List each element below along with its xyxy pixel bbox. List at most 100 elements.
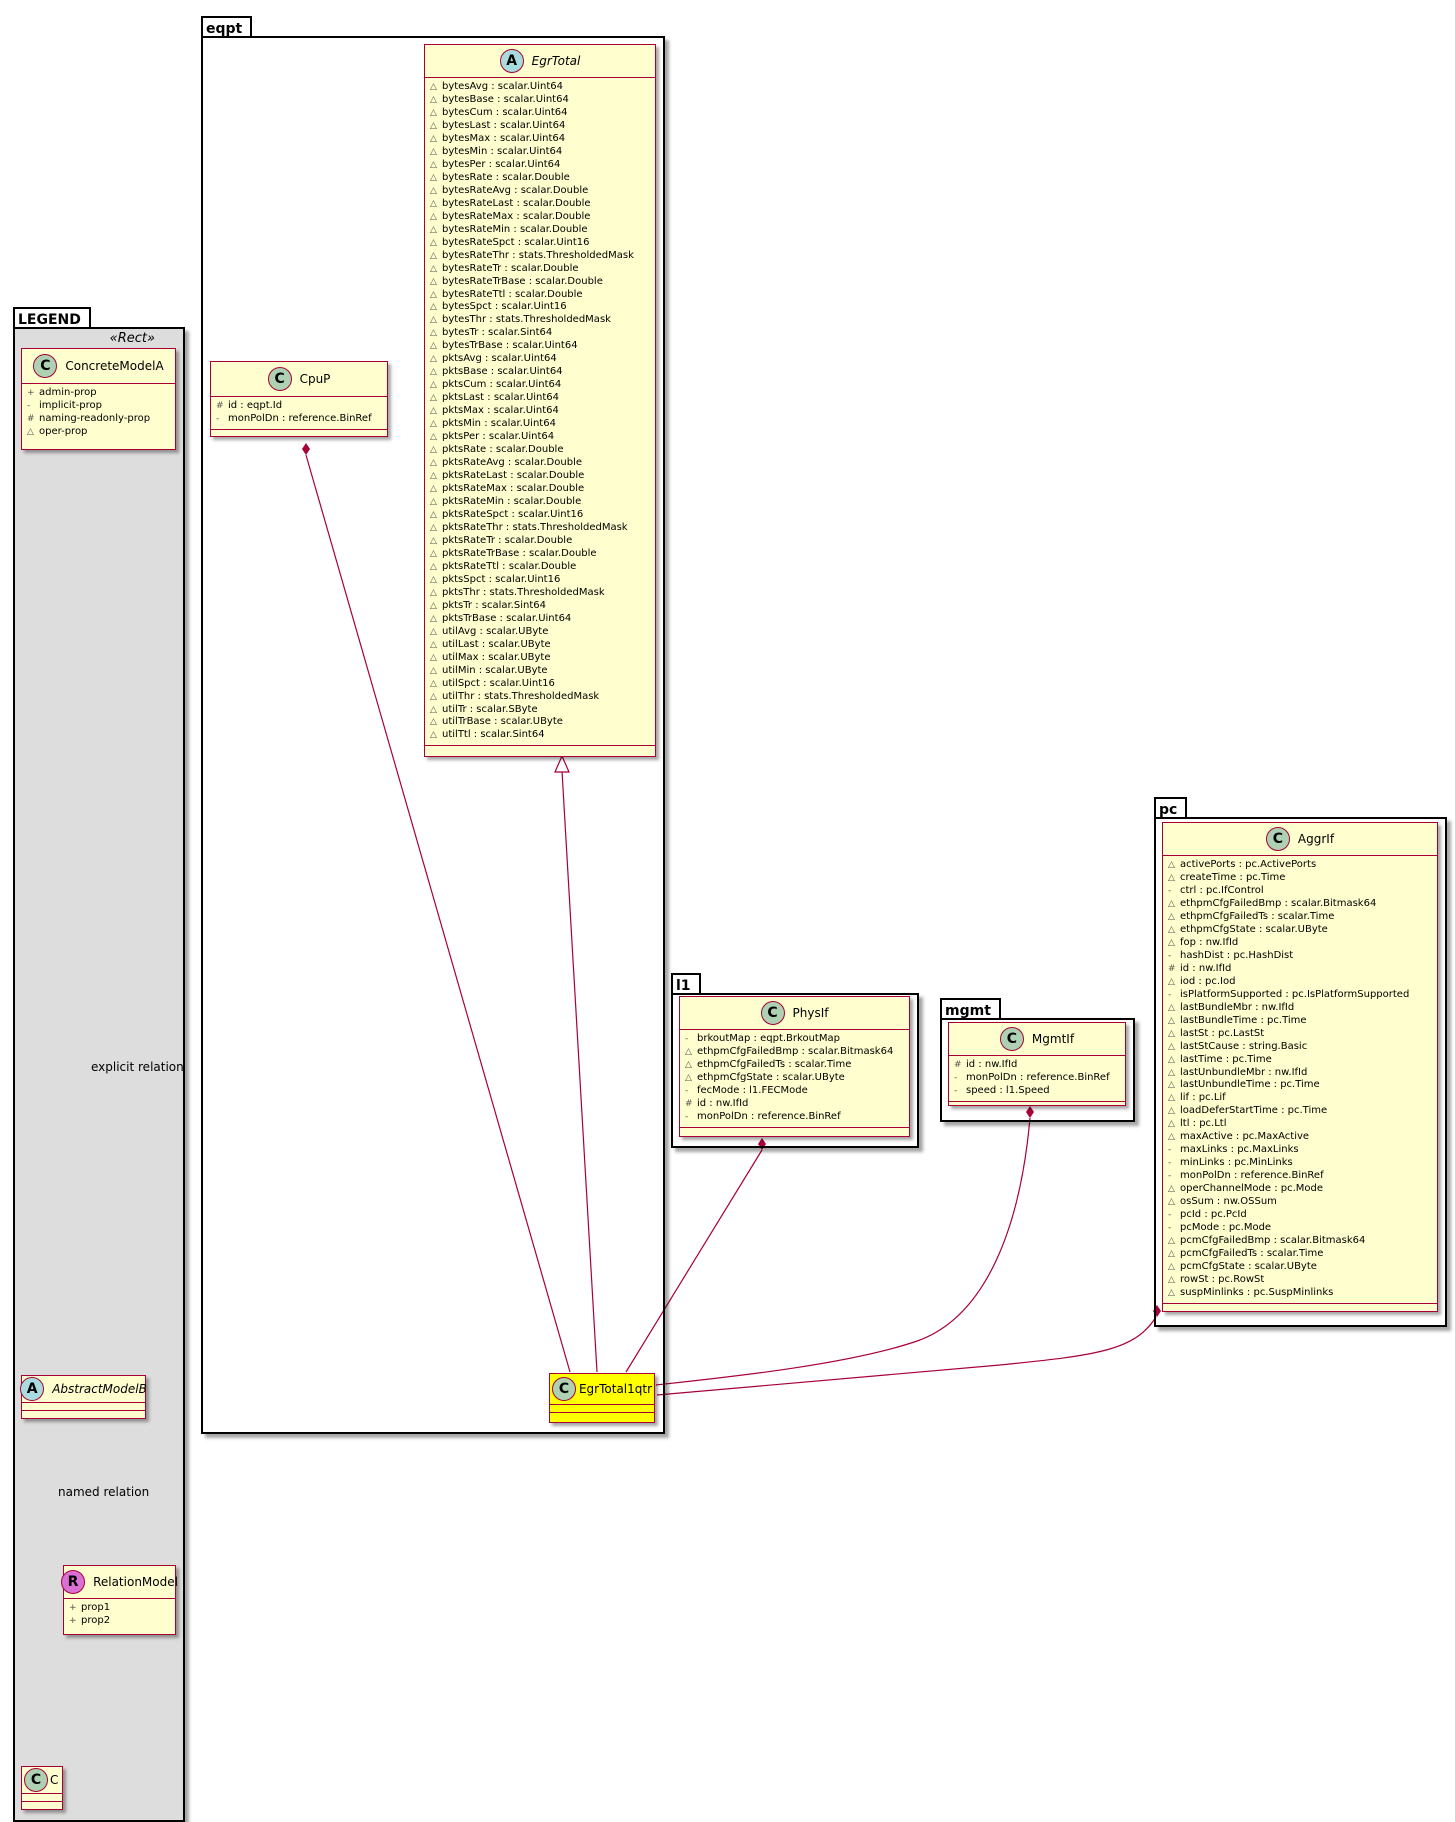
class-aggrif: C AggrIf △activePorts : pc.ActivePorts△c… [1162,822,1438,1312]
cpup-diamond [302,443,310,455]
attribute-text: activePorts : pc.ActivePorts [1180,859,1317,870]
visibility-icon: △ [430,263,437,274]
egrtotal-inheritance-line [561,770,598,1373]
class-attribute: △lastUnbundleMbr : nw.IfId [1168,1067,1437,1080]
class-attribute: △bytesBase : scalar.Uint64 [430,94,655,107]
visibility-icon: △ [1168,1287,1175,1298]
package-mgmt: mgmt [940,998,1135,1122]
attribute-text: bytesRateMax : scalar.Double [442,210,591,222]
attribute-text: monPolDn : reference.BinRef [1180,1170,1324,1182]
attribute-text: isPlatformSupported : pc.IsPlatformSuppo… [1180,988,1410,1000]
class-attribute: △utilMax : scalar.UByte [430,652,655,665]
visibility-icon: - [1168,1145,1172,1156]
class-attribute: -minLinks : pc.MinLinks [1168,1157,1437,1170]
class-attribute: △bytesTrBase : scalar.Uint64 [430,340,655,353]
attribute-text: pktsRateMin : scalar.Double [442,496,582,507]
class-attribute: -pcId : pc.PcId [1168,1209,1437,1222]
visibility-icon: △ [1168,1249,1175,1260]
visibility-icon: △ [685,1072,692,1083]
class-attribute: #id : nw.IfId [685,1098,909,1111]
class-attribute: △bytesRateAvg : scalar.Double [430,185,655,198]
class-attributes: #id : eqpt.Id-monPolDn : reference.BinRe… [211,397,387,429]
visibility-icon: - [685,1034,689,1044]
class-attribute: # id : nw.IfId [954,1059,1125,1072]
visibility-icon: △ [430,497,437,507]
visibility-icon: - [1168,1210,1172,1221]
visibility-icon: + [69,1615,77,1626]
visibility-icon: # [1168,963,1176,974]
attribute-text: naming-readonly-prop [39,412,151,424]
attribute-text: monPolDn : reference.BinRef [697,1110,841,1122]
class-attributes: -brkoutMap : eqpt.BrkoutMap△ethpmCfgFail… [680,1030,909,1127]
visibility-icon: △ [430,445,437,456]
class-attribute: △pktsRateThr : stats.ThresholdedMask [430,522,655,535]
class-attribute: -monPolDn : reference.BinRef [954,1072,1125,1085]
attribute-text: utilSpct : scalar.Uint16 [442,677,555,689]
class-attribute: △lastStCause : string.Basic [1168,1041,1437,1054]
class-attribute: △pcmCfgFailedBmp : scalar.Bitmask64 [1168,1235,1437,1248]
attribute-text: bytesRateTtl : scalar.Double [442,288,583,300]
class-egrtotal1qtr: C EgrTotal1qtr [549,1373,655,1423]
attribute-text: speed : l1.Speed [966,1084,1050,1096]
class-attributes: △ bytesAvg : scalar.Uint64 △bytesBase : sc… [425,78,655,745]
class-attribute: △ethpmCfgFailedTs : scalar.Time [685,1059,909,1072]
visibility-icon: △ [430,600,437,611]
package-pc: pc [1154,797,1447,1327]
attribute-text: id : nw.IfId [966,1059,1018,1070]
class-name: EgrTotal1qtr [578,1382,653,1396]
attribute-text: bytesThr : stats.ThresholdedMask [442,314,611,326]
class-attribute: △ethpmCfgFailedBmp : scalar.Bitmask64 [685,1046,909,1059]
class-attribute: △fop : nw.IfId [1168,937,1437,950]
attribute-text: utilLast : scalar.UByte [442,638,551,650]
class-attribute: △bytesRateTtl : scalar.Double [430,289,655,302]
attribute-text: pktsTrBase : scalar.Uint64 [442,612,572,624]
class-header: C ConcreteModelA [22,349,175,384]
class-methods [1163,1302,1437,1311]
visibility-icon: # [216,401,224,411]
visibility-icon: △ [430,406,437,417]
class-header: C AggrIf [1163,823,1437,856]
mgmtif-diamond [1026,1106,1034,1118]
class-header: C CpuP [211,362,387,397]
visibility-icon: △ [430,341,437,352]
visibility-icon: - [216,413,220,424]
attribute-text: utilMax : scalar.UByte [442,651,551,663]
attribute-text: bytesRateThr : stats.ThresholdedMask [442,249,634,261]
visibility-icon: △ [1168,1236,1175,1247]
package-mgmt-body [940,1018,1135,1122]
visibility-icon: △ [430,146,437,157]
class-attribute: -isPlatformSupported : pc.IsPlatformSupp… [1168,989,1437,1002]
attribute-text: prop1 [81,1602,111,1613]
attribute-text: pktsCum : scalar.Uint64 [442,379,562,391]
visibility-icon: △ [430,613,437,624]
class-attribute: △pktsRateSpct : scalar.Uint16 [430,509,655,522]
attribute-text: pktsMin : scalar.Uint64 [442,418,556,430]
attribute-text: pktsLast : scalar.Uint64 [442,392,560,404]
class-attribute: △bytesRateTrBase : scalar.Double [430,276,655,289]
attribute-text: pktsRateAvg : scalar.Double [442,457,582,469]
attribute-text: utilThr : stats.ThresholdedMask [442,690,600,702]
class-attribute: △bytesRateTr : scalar.Double [430,263,655,276]
visibility-icon: + [27,388,35,398]
attribute-text: pktsTr : scalar.Sint64 [442,599,546,611]
attribute-text: oper-prop [39,425,88,437]
class-methods [425,745,655,753]
class-attribute: △pktsMin : scalar.Uint64 [430,418,655,431]
class-attribute: △ pktsTr : scalar.Sint64 [430,600,655,613]
attribute-text: lif : pc.Lif [1180,1092,1226,1104]
attribute-text: suspMinlinks : pc.SuspMinlinks [1180,1286,1334,1298]
class-attribute: + admin-prop [27,387,175,400]
class-attribute: △bytesThr : stats.ThresholdedMask [430,314,655,327]
class-attribute: △utilThr : stats.ThresholdedMask [430,691,655,704]
class-attributes: +admin-prop-implicit-prop#naming-readonl… [22,384,175,442]
visibility-icon: △ [1168,1015,1175,1026]
visibility-icon: △ [1168,898,1175,909]
attribute-text: bytesAvg : scalar.Uint64 [442,81,563,92]
visibility-icon: △ [430,380,437,391]
attribute-text: rowSt : pc.RowSt [1180,1274,1265,1285]
visibility-icon: # [954,1060,962,1070]
class-attribute: △pktsLast : scalar.Uint64 [430,392,655,405]
attribute-text: pktsRate : scalar.Double [442,444,564,456]
visibility-icon: △ [430,484,437,495]
attribute-text: admin-prop [39,387,97,398]
